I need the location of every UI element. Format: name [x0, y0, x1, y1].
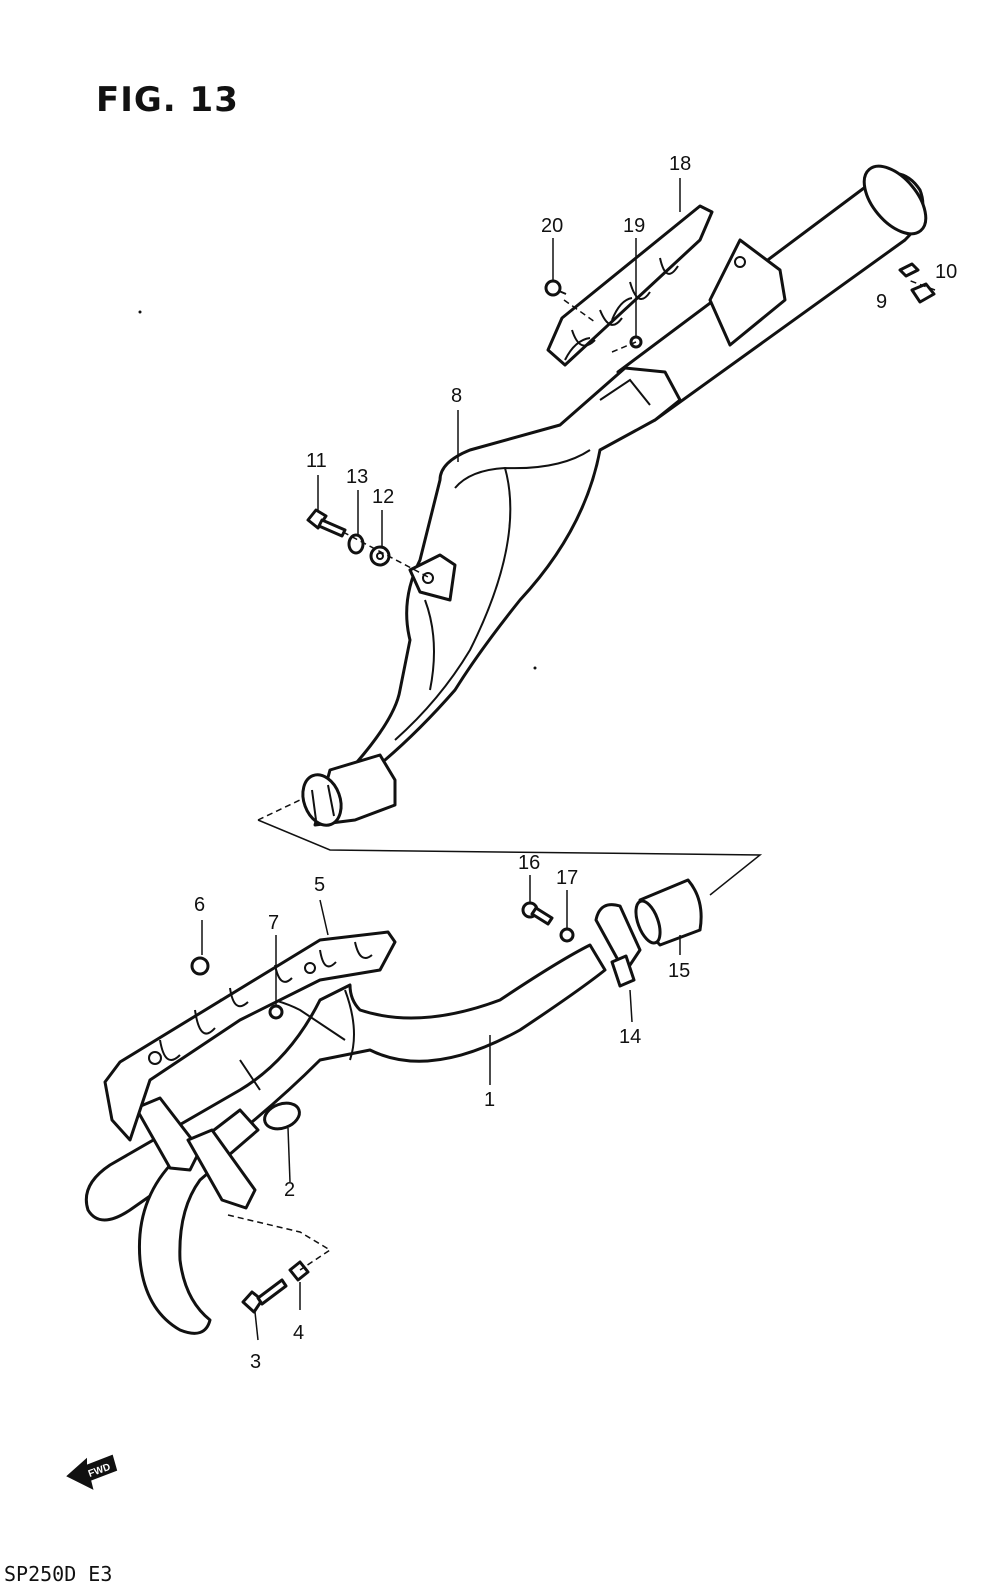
bolt-3 — [241, 1278, 288, 1314]
callout-4: 4 — [293, 1322, 304, 1344]
washer-7 — [268, 1004, 284, 1020]
callout-12: 12 — [372, 486, 394, 508]
collar-13 — [347, 533, 365, 555]
callout-13: 13 — [346, 466, 368, 488]
callout-19: 19 — [623, 215, 645, 237]
muffler-heat-shield — [546, 204, 714, 367]
figure-title: FIG. 13 — [96, 80, 239, 120]
callout-5: 5 — [314, 874, 325, 896]
screw-20 — [544, 279, 567, 297]
callout-15: 15 — [668, 960, 690, 982]
bolt-11 — [306, 508, 347, 538]
callout-1: 1 — [484, 1089, 495, 1111]
pipe-heat-shield — [103, 930, 397, 1142]
callout-17: 17 — [556, 867, 578, 889]
nut-4 — [288, 1260, 310, 1282]
figure-footer: SP250D E3 — [4, 1562, 113, 1586]
callout-8: 8 — [451, 385, 462, 407]
fwd-arrow-icon: FWD — [66, 1454, 118, 1490]
callout-14: 14 — [619, 1026, 641, 1048]
callout-20: 20 — [541, 215, 563, 237]
joint-pipe-15 — [634, 878, 703, 947]
callout-9: 9 — [876, 291, 887, 313]
callout-lines — [201, 178, 681, 1341]
callout-7: 7 — [268, 912, 279, 934]
callout-10: 10 — [935, 261, 957, 283]
callout-11: 11 — [306, 450, 327, 472]
washer-12 — [369, 545, 391, 567]
callout-18: 18 — [669, 153, 691, 175]
leader-lines — [227, 279, 936, 1271]
callout-3: 3 — [250, 1351, 261, 1373]
washer-17 — [559, 927, 575, 943]
washer-10 — [898, 262, 920, 278]
bolt-9 — [910, 282, 936, 304]
bolt-16 — [521, 901, 554, 926]
exhaust-pipe — [84, 943, 607, 1335]
callout-16: 16 — [518, 852, 540, 874]
muffler — [301, 164, 928, 827]
bolt-6 — [190, 956, 210, 976]
callout-6: 6 — [194, 894, 205, 916]
clamp-14 — [594, 903, 642, 988]
callout-2: 2 — [284, 1179, 295, 1201]
